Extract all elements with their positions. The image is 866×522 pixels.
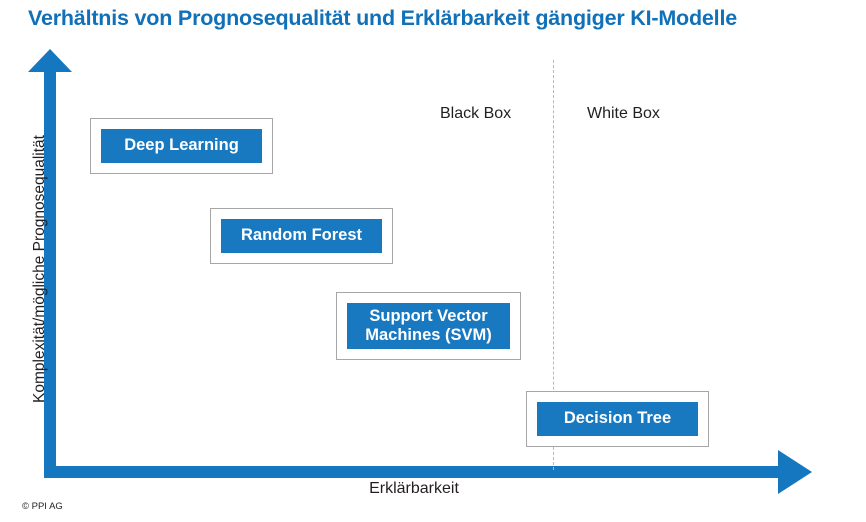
- model-box-random-forest[interactable]: Random Forest: [210, 208, 393, 264]
- model-label-line1: Random Forest: [240, 226, 362, 245]
- x-axis-arrow-head-icon: [778, 450, 812, 494]
- blackbox-whitebox-divider: [553, 60, 554, 470]
- model-box-fill: Decision Tree: [537, 402, 698, 436]
- model-box-decision-tree[interactable]: Decision Tree: [526, 391, 709, 447]
- model-label-line1: Support Vector: [369, 306, 488, 325]
- page-title: Verhältnis von Prognosequalität und Erkl…: [28, 6, 737, 30]
- model-label-line1: Decision Tree: [563, 409, 672, 428]
- model-box-fill: Deep Learning: [101, 129, 262, 163]
- model-label-line1: Deep Learning: [124, 136, 239, 155]
- y-axis-label: Komplexität/mögliche Prognosequalität: [31, 135, 48, 403]
- model-box-support-vector-machines[interactable]: Support Vector Machines (SVM): [336, 292, 521, 360]
- copyright-notice: © PPI AG: [22, 501, 63, 512]
- model-box-deep-learning[interactable]: Deep Learning: [90, 118, 273, 174]
- model-box-fill: Random Forest: [221, 219, 382, 253]
- model-box-fill: Support Vector Machines (SVM): [347, 303, 510, 349]
- model-label-line2: Machines (SVM): [365, 326, 492, 344]
- zone-label-white-box: White Box: [587, 105, 660, 122]
- x-axis-label: Erklärbarkeit: [369, 480, 459, 497]
- x-axis-arrow-shaft: [44, 466, 784, 478]
- zone-label-black-box: Black Box: [440, 105, 512, 122]
- y-axis-arrow-head-icon: [28, 49, 72, 72]
- y-axis-arrow-shaft: [44, 66, 56, 478]
